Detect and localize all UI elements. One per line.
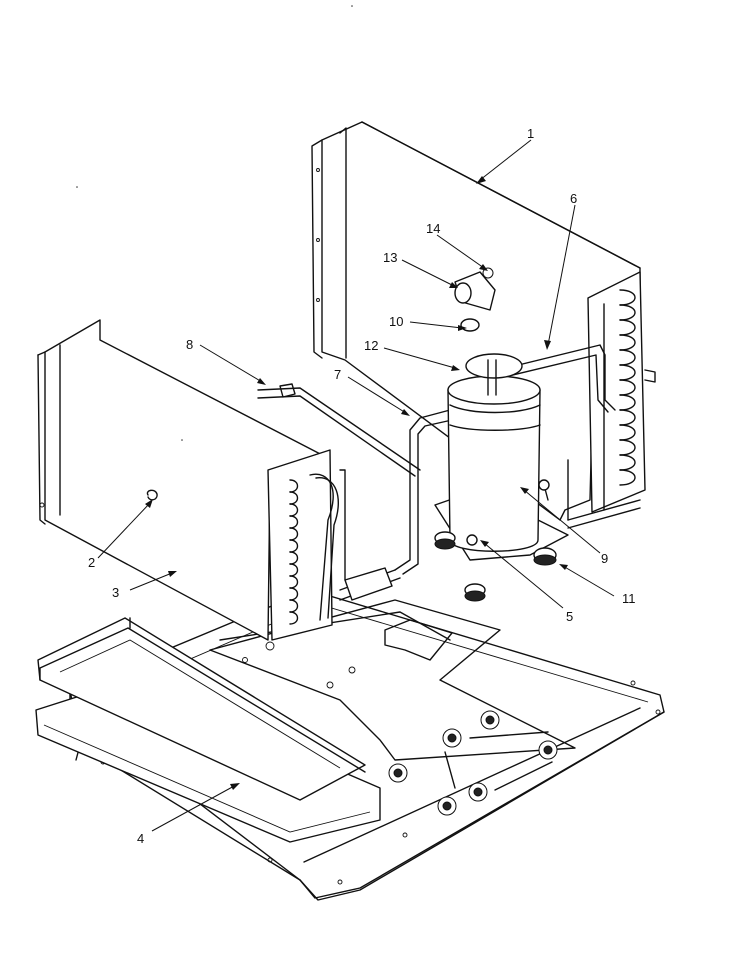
compressor: [434, 267, 569, 561]
callout-1: 1: [527, 126, 534, 141]
condenser-coil: [587, 271, 656, 513]
callout-10: 10: [389, 314, 403, 329]
callout-14: 14: [426, 221, 440, 236]
speck: [76, 186, 78, 188]
speck: [181, 439, 183, 441]
callout-9: 9: [601, 551, 608, 566]
tubing: [257, 344, 641, 601]
callout-2: 2: [88, 555, 95, 570]
grommets: [434, 531, 557, 602]
callout-4: 4: [137, 831, 144, 846]
drain-tray: [35, 617, 381, 843]
leader-lines: [97, 139, 615, 832]
callout-5: 5: [566, 609, 573, 624]
speck: [351, 5, 353, 7]
callout-3: 3: [112, 585, 119, 600]
callout-11: 11: [622, 591, 636, 606]
callout-6: 6: [570, 191, 577, 206]
partition-panel: [311, 121, 641, 521]
callout-8: 8: [186, 337, 193, 352]
callout-13: 13: [383, 250, 397, 265]
evaporator-coil: [37, 319, 346, 651]
callout-labels: 1 2 3 4 5 6 7 8 9 10 11 12 13 14: [88, 126, 636, 846]
base-pan: [69, 589, 665, 901]
callout-12: 12: [364, 338, 378, 353]
callout-7: 7: [334, 367, 341, 382]
